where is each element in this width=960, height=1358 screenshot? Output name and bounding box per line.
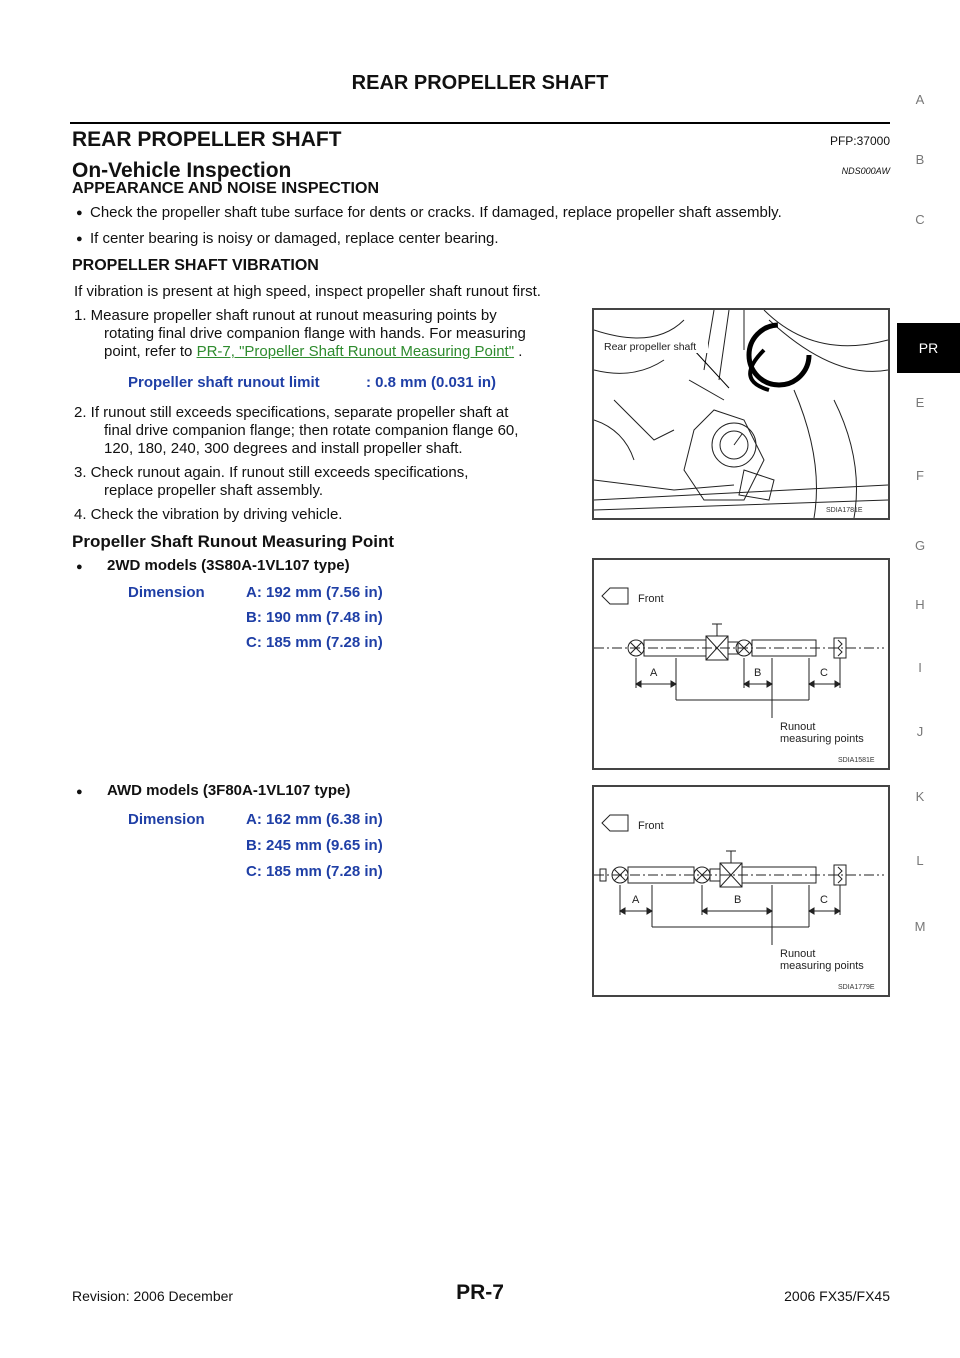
measuring-heading: Propeller Shaft Runout Measuring Point xyxy=(72,532,395,551)
propeller-shaft-illustration: Rear propeller shaft SDIA1781E xyxy=(593,309,889,519)
appearance-heading: APPEARANCE AND NOISE INSPECTION xyxy=(72,180,379,197)
pfp-code: PFP:37000 xyxy=(829,134,890,148)
model2-dim-b: B: 245 mm (9.65 in) xyxy=(246,837,383,854)
measuring-points-label: measuring points xyxy=(780,733,864,745)
figure-2wd-measuring-points: Front A B C Runout measuring points SDIA… xyxy=(592,558,890,770)
model2-dim-c: C: 185 mm (7.28 in) xyxy=(246,863,383,880)
running-header: REAR PROPELLER SHAFT xyxy=(351,72,609,94)
side-tab-k[interactable]: K xyxy=(915,789,925,804)
dim-c-label: C xyxy=(820,667,828,679)
runout-limit-value: : 0.8 mm (0.031 in) xyxy=(366,374,497,391)
front-label: Front xyxy=(638,593,664,605)
section-title: REAR PROPELLER SHAFT xyxy=(72,128,342,151)
side-tab-a[interactable]: A xyxy=(915,92,925,107)
front-label: Front xyxy=(638,820,664,832)
side-tab-j[interactable]: J xyxy=(916,724,924,739)
step3-line1: 3. Check runout again. If runout still e… xyxy=(74,464,469,481)
2wd-shaft-diagram: Front A B C Runout measuring points SDIA… xyxy=(594,587,884,764)
footer-revision: Revision: 2006 December xyxy=(72,1288,234,1304)
figure-rear-propeller-shaft: Rear propeller shaft SDIA1781E xyxy=(592,308,890,520)
footer-model: 2006 FX35/FX45 xyxy=(784,1288,890,1304)
runout-point-link[interactable]: PR-7, "Propeller Shaft Runout Measuring … xyxy=(196,343,515,360)
vibration-intro: If vibration is present at high speed, i… xyxy=(74,283,541,300)
bullet-icon: ● xyxy=(76,207,83,219)
side-tab-g[interactable]: G xyxy=(914,538,926,553)
subsection-title: On-Vehicle Inspection xyxy=(72,159,292,182)
step1-line2: rotating final drive companion flange wi… xyxy=(104,325,526,342)
step3-line2: replace propeller shaft assembly. xyxy=(104,482,323,499)
header-rule xyxy=(70,122,890,124)
step1-line3: point, refer to PR-7, "Propeller Shaft R… xyxy=(104,343,522,361)
model2-dim-label: Dimension xyxy=(128,811,205,828)
figure2-caption: SDIA1581E xyxy=(838,757,875,764)
step2-line1: 2. If runout still exceeds specification… xyxy=(74,404,509,421)
step2-line2: final drive companion flange; then rotat… xyxy=(104,422,519,439)
model2-dim-a: A: 162 mm (6.38 in) xyxy=(246,811,383,828)
appearance-bullet-1: Check the propeller shaft tube surface f… xyxy=(90,204,782,221)
step4: 4. Check the vibration by driving vehicl… xyxy=(74,506,343,523)
side-tab-l[interactable]: L xyxy=(916,853,924,868)
side-tab-pr[interactable]: PR xyxy=(897,323,960,373)
step1-prefix: point, refer to xyxy=(104,343,193,360)
side-tab-m[interactable]: M xyxy=(914,919,926,934)
side-tab-c[interactable]: C xyxy=(915,212,925,227)
front-arrow-icon xyxy=(601,814,629,832)
dim-c-label: C xyxy=(820,894,828,906)
measuring-points-label: measuring points xyxy=(780,960,864,972)
rear-propeller-shaft-label: Rear propeller shaft xyxy=(604,341,696,353)
figure1-caption: SDIA1781E xyxy=(826,507,863,514)
runout-label: Runout xyxy=(780,948,815,960)
figure-awd-measuring-points: Front A B C Runout measuring points SDIA… xyxy=(592,785,890,997)
model2-title: AWD models (3F80A-1VL107 type) xyxy=(107,782,351,799)
step1-suffix: . xyxy=(514,343,523,360)
dim-a-label: A xyxy=(650,667,658,679)
vibration-heading: PROPELLER SHAFT VIBRATION xyxy=(72,257,319,274)
runout-label: Runout xyxy=(780,721,815,733)
dim-a-label: A xyxy=(632,894,640,906)
bullet-icon: ● xyxy=(76,233,83,245)
side-tab-f[interactable]: F xyxy=(916,468,924,483)
appearance-bullet-2: If center bearing is noisy or damaged, r… xyxy=(90,230,499,247)
step1-line1: 1. Measure propeller shaft runout at run… xyxy=(74,307,497,324)
side-tab-h[interactable]: H xyxy=(915,597,925,612)
dim-b-label: B xyxy=(734,894,741,906)
step2-line3: 120, 180, 240, 300 degrees and install p… xyxy=(104,440,463,457)
front-arrow-icon xyxy=(601,587,629,605)
model1-title: 2WD models (3S80A-1VL107 type) xyxy=(107,557,350,574)
side-tab-b[interactable]: B xyxy=(915,152,925,167)
page-number: PR-7 xyxy=(456,1281,504,1304)
bullet-icon: ● xyxy=(76,786,83,798)
side-tab-i[interactable]: I xyxy=(918,660,922,675)
dim-b-label: B xyxy=(754,667,761,679)
figure3-caption: SDIA1779E xyxy=(838,984,875,991)
model1-dim-a: A: 192 mm (7.56 in) xyxy=(246,584,383,601)
doc-code: NDS000AW xyxy=(841,166,890,176)
bullet-icon: ● xyxy=(76,561,83,573)
side-tab-e[interactable]: E xyxy=(915,395,925,410)
model1-dim-label: Dimension xyxy=(128,584,205,601)
model1-dim-b: B: 190 mm (7.48 in) xyxy=(246,609,383,626)
awd-shaft-diagram: Front A B C Runout measuring points SDIA… xyxy=(594,814,884,991)
model1-dim-c: C: 185 mm (7.28 in) xyxy=(246,634,383,651)
runout-limit-label: Propeller shaft runout limit xyxy=(128,374,320,391)
